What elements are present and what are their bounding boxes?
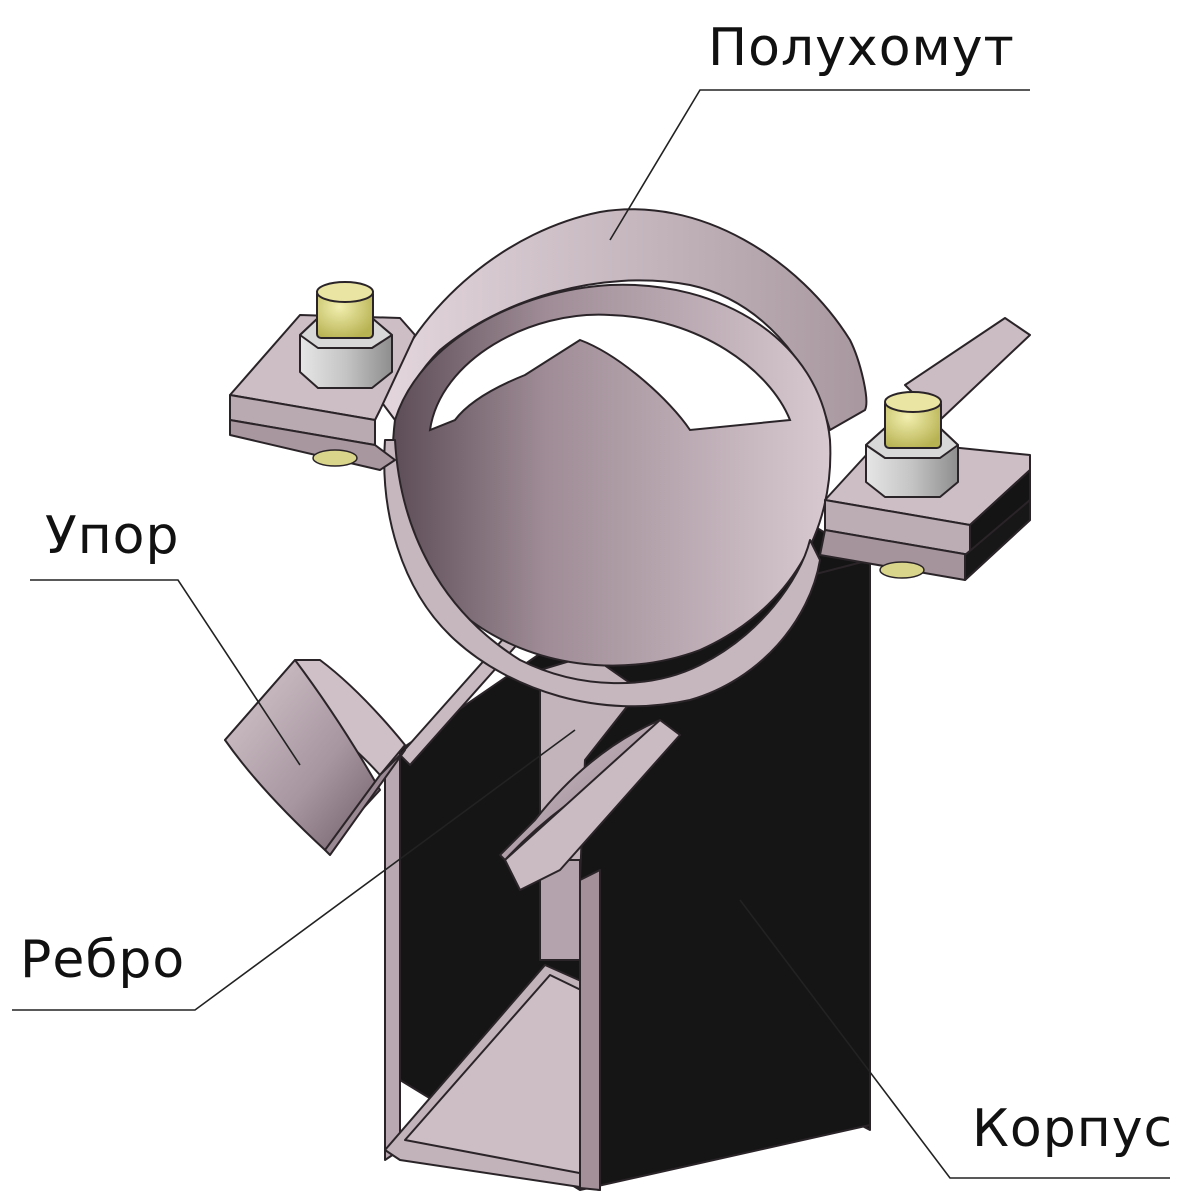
- callout-upor: Упор: [30, 506, 301, 766]
- pipe-opening: [428, 313, 792, 432]
- callout-poluhomut-leader: [609, 89, 1030, 241]
- left-ear: [229, 281, 416, 471]
- callout-rebro-leader: [12, 729, 576, 1011]
- callout-korpus: Корпус: [739, 899, 1173, 1179]
- right-bolt-cap: [884, 391, 942, 413]
- upor-curved-face: [224, 659, 381, 851]
- right-washer: [879, 561, 925, 579]
- korpus-body: [384, 439, 871, 1191]
- korpus-left-flange: [384, 749, 401, 1161]
- left-washer: [312, 449, 358, 467]
- upor-front-edge: [324, 749, 406, 856]
- right-ear-bottom-dark: [964, 499, 1031, 581]
- callout-upor-label: Упор: [45, 506, 180, 566]
- poluhomut-clamp: [379, 208, 868, 708]
- rebro-rib: [499, 654, 681, 961]
- poluhomut-lower-skirt: [383, 439, 821, 708]
- callout-poluhomut-label: Полухомут: [708, 18, 1015, 78]
- callout-rebro-label: Ребро: [20, 930, 185, 990]
- korpus-right-strip: [579, 869, 601, 1191]
- callout-upor-leader: [30, 579, 301, 766]
- upor-right-tip: [504, 719, 681, 891]
- right-ear: [819, 391, 1031, 581]
- callout-korpus-leader: [739, 899, 1170, 1179]
- upor-stop: [224, 659, 406, 856]
- left-bolt-cap: [316, 281, 374, 303]
- callout-poluhomut: Полухомут: [609, 18, 1030, 241]
- callout-korpus-label: Корпус: [972, 1099, 1173, 1159]
- callout-rebro: Ребро: [12, 729, 576, 1011]
